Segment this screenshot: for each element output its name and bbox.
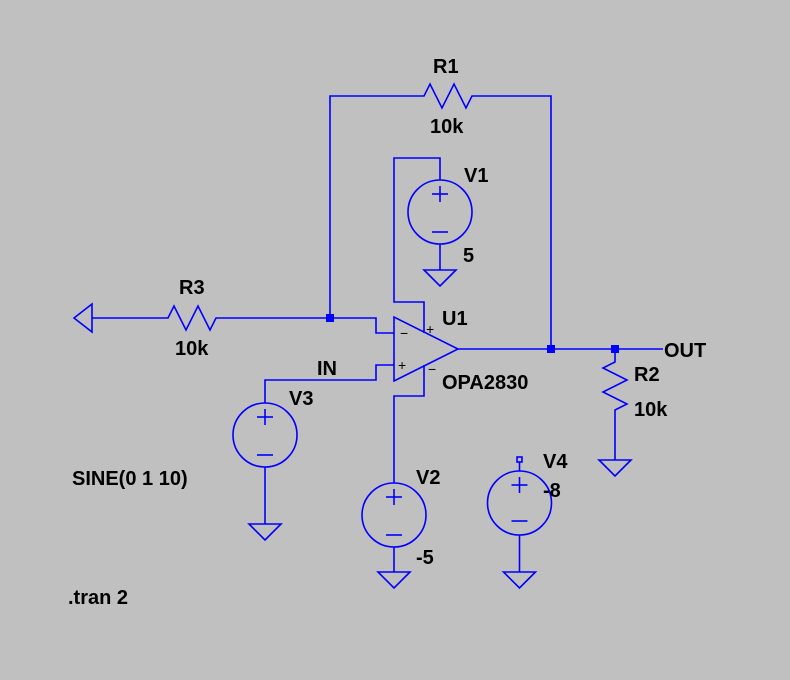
wire-r1-right (480, 95, 552, 349)
input-network (72, 302, 394, 334)
wire-v1-supply (393, 157, 441, 333)
opamp-vminus-icon: − (428, 361, 436, 377)
u1-name-label[interactable]: U1 (442, 308, 468, 330)
ground-flag-icon[interactable] (72, 302, 93, 334)
resistor-r1-symbol[interactable] (416, 82, 480, 110)
opamp-vplus-icon: + (426, 321, 434, 337)
ground-v1-icon (422, 269, 458, 288)
ground-r2-icon (597, 459, 633, 478)
ground-v4-icon (501, 571, 538, 590)
r1-name-label[interactable]: R1 (433, 56, 459, 78)
source-v4[interactable] (486, 456, 553, 590)
opamp-plus-icon: + (398, 357, 406, 373)
source-v1[interactable] (393, 157, 473, 333)
ground-v3-icon (247, 523, 283, 542)
r1-value-label[interactable]: 10k (430, 116, 464, 138)
opamp-u1[interactable]: − + + − (393, 315, 460, 383)
u1-value-label[interactable]: OPA2830 (442, 372, 528, 394)
v4-terminal-icon (516, 456, 523, 463)
v2-value-label[interactable]: -5 (416, 547, 434, 569)
source-v2[interactable] (361, 365, 427, 590)
resistor-r3-symbol[interactable] (162, 304, 224, 332)
r2-name-label[interactable]: R2 (634, 364, 660, 386)
wire-noninverting-input (264, 364, 394, 403)
net-label-in[interactable]: IN (317, 358, 337, 380)
wire-r1-left (329, 95, 416, 318)
feedback-loop (329, 82, 552, 349)
v4-name-label[interactable]: V4 (543, 451, 568, 473)
spice-directive[interactable]: .tran 2 (68, 587, 128, 609)
v1-name-label[interactable]: V1 (464, 165, 488, 187)
ground-v2-icon (376, 571, 412, 590)
r3-value-label[interactable]: 10k (175, 338, 209, 360)
v3-name-label[interactable]: V3 (289, 388, 313, 410)
load-r2[interactable] (597, 349, 633, 478)
r3-name-label[interactable]: R3 (179, 277, 205, 299)
wire-v2-supply (393, 365, 425, 483)
source-v3[interactable] (232, 364, 394, 542)
v2-name-label[interactable]: V2 (416, 467, 440, 489)
junction-dot-r2 (611, 345, 619, 353)
resistor-r2-symbol (601, 349, 629, 460)
v4-value-label[interactable]: -8 (543, 480, 561, 502)
wire-inverting-input (330, 317, 394, 334)
opamp-minus-icon: − (400, 325, 408, 341)
v1-value-label[interactable]: 5 (463, 245, 474, 267)
junction-dot-r1-out (547, 345, 555, 353)
v3-value-label[interactable]: SINE(0 1 10) (72, 468, 188, 490)
net-label-out[interactable]: OUT (664, 340, 706, 362)
opamp-triangle (393, 315, 460, 383)
r2-value-label[interactable]: 10k (634, 399, 668, 421)
junction-dot-r3 (326, 314, 334, 322)
